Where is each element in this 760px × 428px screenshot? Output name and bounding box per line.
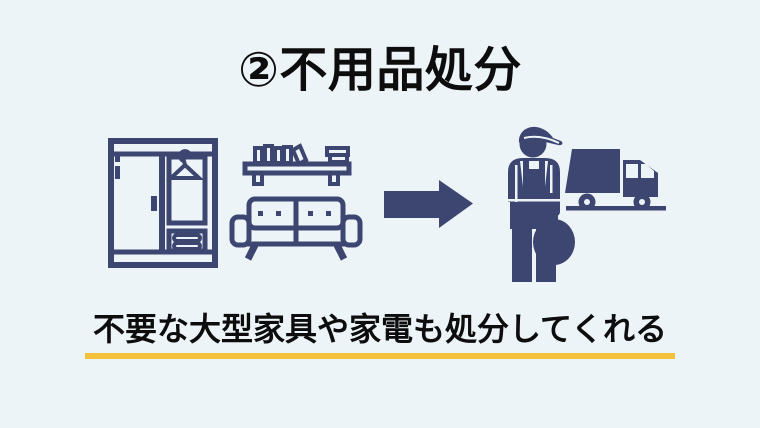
caption-row: 不要な大型家具や家電も処分してくれる: [0, 309, 760, 359]
bookshelf-sofa-icon: [229, 143, 363, 261]
wardrobe-icon: [108, 138, 218, 268]
worker-with-bag-and-truck-icon: [508, 126, 666, 282]
arrow-right-icon: [384, 180, 473, 228]
page-title: ②不用品処分: [238, 42, 522, 98]
caption-text: 不要な大型家具や家電も処分してくれる: [84, 309, 676, 359]
